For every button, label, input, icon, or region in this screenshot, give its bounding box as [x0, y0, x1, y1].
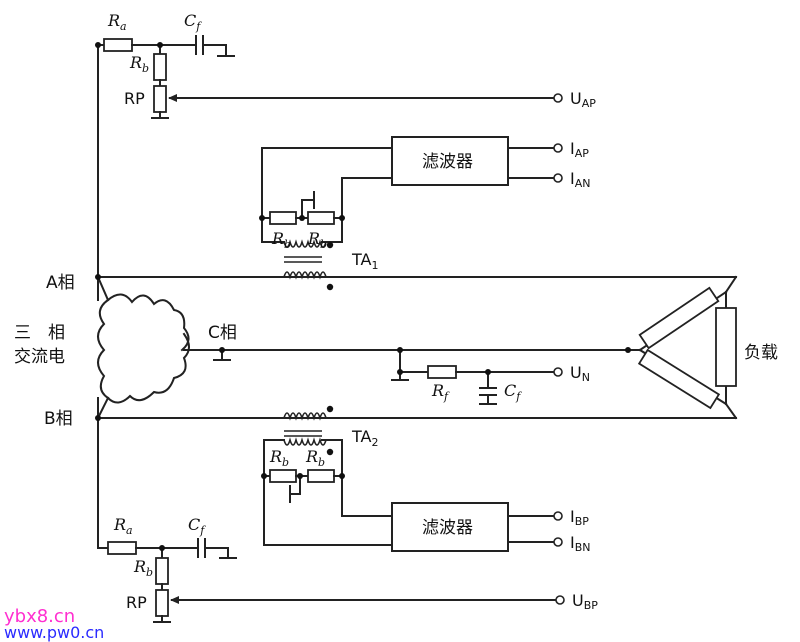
label-filter-top: 滤波器: [422, 152, 473, 172]
label-cf-neutral: Cf: [504, 381, 522, 403]
label-rp-bottom: RP: [126, 593, 147, 612]
junction-dot: [95, 274, 101, 280]
label-un: UN: [570, 363, 590, 384]
junction-dot: [157, 42, 163, 48]
label-rb-ta2-left: Rb: [269, 447, 289, 469]
junction-dot: [219, 347, 225, 353]
output-terminal-ian: [553, 173, 563, 183]
junction-dot: [625, 347, 631, 353]
label-cf-bottom: Cf: [188, 515, 206, 537]
output-terminal-uap: [553, 93, 563, 103]
neutral-circuit: [213, 349, 555, 405]
junction-dot: [299, 215, 305, 221]
junction-dot: [397, 369, 403, 375]
three-phase-source: [96, 275, 191, 420]
junction-dot: [259, 215, 265, 221]
label-cf-top: Cf: [184, 11, 202, 33]
label-rb-bottom: Rb: [133, 557, 153, 579]
label-phase-c: C相: [208, 323, 237, 343]
label-ra-bottom: Ra: [113, 515, 133, 537]
label-iap: IAP: [570, 139, 589, 160]
label-ian: IAN: [570, 169, 590, 190]
label-rb-ta1-right: Rb: [307, 229, 327, 251]
label-rb-ta2-right: Rb: [305, 447, 325, 469]
junction-dot: [339, 215, 345, 221]
label-ta1: TA1: [351, 250, 378, 272]
a-phase-divider: [97, 35, 555, 119]
label-ubp: UBP: [572, 591, 598, 612]
junction-dot: [339, 473, 345, 479]
label-ra-top: Ra: [107, 11, 127, 33]
junction-dot: [159, 545, 165, 551]
label-rb-ta1-left: Rb: [271, 229, 291, 251]
polarity-dot: [326, 405, 334, 413]
label-load: 负载: [744, 343, 778, 363]
label-source-line2: 交流电: [14, 347, 65, 367]
output-terminal-iap: [553, 143, 563, 153]
junction-dot: [95, 42, 101, 48]
load-delta: [627, 275, 738, 420]
label-filter-bottom: 滤波器: [422, 518, 473, 538]
label-ta2: TA2: [351, 427, 378, 449]
polarity-dot: [326, 448, 334, 456]
output-terminal-ibn: [553, 537, 563, 547]
label-ibn: IBN: [570, 533, 591, 554]
label-rb-top: Rb: [129, 53, 149, 75]
polarity-dot: [326, 283, 334, 291]
junction-dot: [397, 347, 403, 353]
b-phase-divider: [97, 538, 557, 623]
label-ibp: IBP: [570, 507, 589, 528]
label-phase-a: A相: [46, 273, 75, 293]
label-uap: UAP: [570, 89, 596, 110]
junction-dot: [297, 473, 303, 479]
junction-dot: [485, 369, 491, 375]
bus-wires: [97, 44, 737, 549]
a-phase-current-sensing: [261, 136, 555, 280]
b-phase-current-sensing: [263, 412, 555, 552]
label-rp-top: RP: [124, 89, 145, 108]
polarity-dot: [326, 241, 334, 249]
label-source-line1: 三 相: [14, 323, 65, 343]
watermark-line1: ybx8.cn: [4, 606, 75, 627]
output-terminal-un: [553, 367, 563, 377]
label-phase-b: B相: [44, 409, 73, 429]
output-terminal-ubp: [555, 595, 565, 605]
label-rf: Rf: [431, 381, 450, 403]
junction-dot: [95, 415, 101, 421]
watermark-line2: www.pw0.cn: [4, 623, 104, 642]
junction-dot: [261, 473, 267, 479]
output-terminal-ibp: [553, 511, 563, 521]
